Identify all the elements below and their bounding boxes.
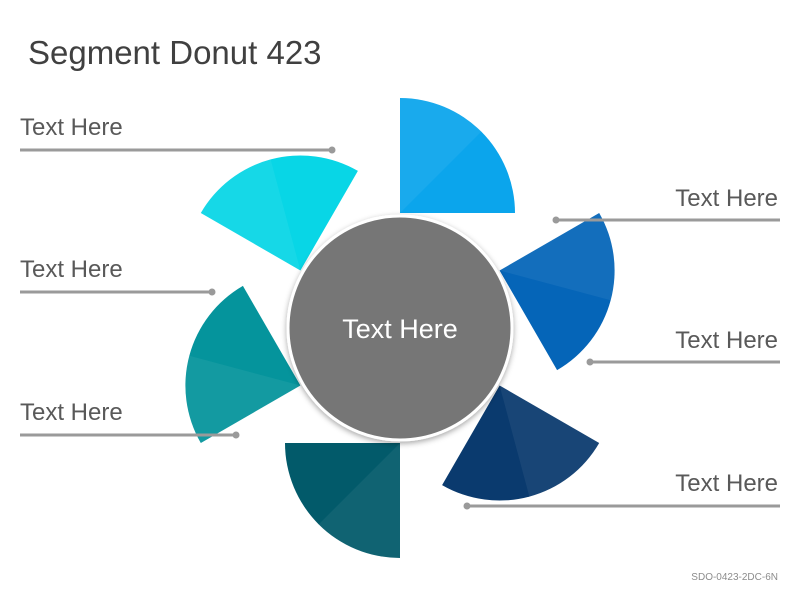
- donut-segment-highlight-1: [400, 98, 482, 213]
- leader-dot-6: [208, 288, 216, 296]
- donut-segment-5: [185, 285, 301, 443]
- segment-label-4: Text Here: [675, 470, 778, 497]
- donut-segment-3: [442, 385, 600, 501]
- footer-code: SDO-0423-2DC-6N: [691, 572, 778, 583]
- segment-label-3: Text Here: [675, 327, 778, 354]
- leader-dot-2: [552, 216, 560, 224]
- center-circle: [286, 214, 514, 442]
- donut-segment-highlight-3: [499, 385, 600, 497]
- donut-segment-highlight-6: [200, 159, 301, 271]
- donut-segment-highlight-2: [499, 213, 615, 301]
- donut-segment-4: [285, 443, 400, 558]
- donut-segment-6: [200, 155, 358, 271]
- segment-label-5: Text Here: [20, 399, 123, 426]
- donut-segment-1: [400, 98, 515, 213]
- leader-dot-1: [328, 146, 336, 154]
- segment-label-6: Text Here: [20, 256, 123, 283]
- leader-dot-3: [586, 358, 594, 366]
- page-title: Segment Donut 423: [28, 34, 322, 71]
- donut-segment-highlight-5: [185, 355, 301, 443]
- donut-segment-2: [499, 213, 615, 371]
- segment-label-2: Text Here: [675, 185, 778, 212]
- leader-dot-4: [463, 502, 471, 510]
- leader-dot-5: [232, 431, 240, 439]
- donut-segment-highlight-4: [318, 443, 400, 558]
- segment-label-1: Text Here: [20, 114, 123, 141]
- center-label: Text Here: [342, 314, 458, 344]
